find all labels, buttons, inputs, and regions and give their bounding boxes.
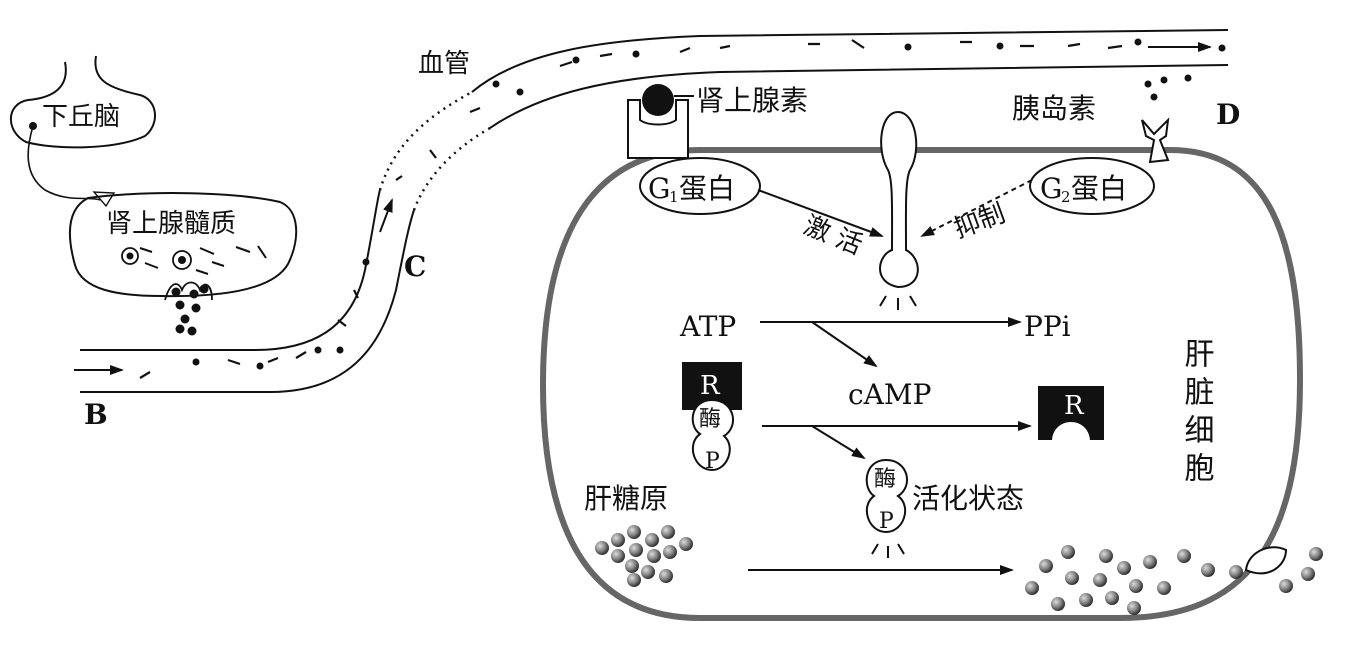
ppi-label: PPi bbox=[1024, 310, 1071, 343]
inhibit-label: 抑制 bbox=[950, 199, 1009, 245]
insulin-receptor bbox=[1141, 117, 1170, 164]
active-enzyme: 酶 P bbox=[865, 458, 908, 558]
flow-arrow-c bbox=[379, 198, 393, 233]
active-state-label: 活化状态 bbox=[912, 482, 1024, 515]
g2-protein-sub: 2 bbox=[1061, 188, 1071, 206]
point-c-label: C bbox=[404, 250, 426, 283]
camp-label: cAMP bbox=[848, 378, 931, 411]
adrenaline-label: 肾上腺素 bbox=[696, 84, 808, 117]
g2-protein-letter: G bbox=[1040, 172, 1062, 205]
enzyme-left-label: 酶 bbox=[699, 407, 721, 432]
hypothalamus-label: 下丘脑 bbox=[42, 102, 120, 132]
glucose-transporter bbox=[1244, 546, 1288, 575]
released-r: R bbox=[1038, 386, 1104, 440]
g2-protein-rest: 蛋白 bbox=[1071, 172, 1127, 205]
insulin-particles bbox=[1144, 74, 1192, 101]
blood-vessel: 血管 bbox=[80, 29, 1229, 393]
activate-arrow bbox=[757, 189, 884, 237]
p-left-label: P bbox=[705, 449, 720, 474]
r-enzyme-complex: R 酶 P bbox=[682, 362, 742, 474]
g1-protein-sub: 1 bbox=[669, 188, 679, 206]
enzyme-active-label: 酶 bbox=[874, 467, 896, 492]
adenylate-cyclase bbox=[879, 110, 919, 310]
enzyme-activate-arrow bbox=[811, 425, 866, 460]
point-b-label: B bbox=[84, 398, 108, 431]
hypothalamus: 下丘脑 bbox=[10, 55, 156, 201]
p-active-label: P bbox=[879, 509, 894, 534]
adrenal-medulla: 肾上腺髓质 bbox=[68, 191, 298, 336]
liver-glycogen-label: 肝糖原 bbox=[584, 482, 668, 515]
inhibit-arrow bbox=[920, 179, 1033, 237]
g2-protein: G 2 蛋白 bbox=[1029, 157, 1155, 215]
r-left-label: R bbox=[700, 371, 721, 401]
atp-camp-arrow bbox=[811, 321, 878, 368]
insulin-label: 胰岛素 bbox=[1012, 92, 1096, 125]
g1-protein-rest: 蛋白 bbox=[679, 172, 735, 205]
liver-cell-label: 肝脏细胞 bbox=[1179, 338, 1215, 490]
glucose-molecules bbox=[1025, 545, 1323, 615]
r-right-label: R bbox=[1064, 391, 1085, 421]
blood-vessel-label: 血管 bbox=[418, 49, 470, 79]
adrenaline-receptor bbox=[627, 84, 694, 159]
g1-protein: G 1 蛋白 bbox=[639, 157, 761, 215]
g1-protein-letter: G bbox=[648, 172, 670, 205]
point-d-label: D bbox=[1216, 98, 1240, 131]
glycogen-cluster bbox=[595, 525, 693, 587]
atp-label: ATP bbox=[679, 310, 736, 343]
liver-cell-membrane bbox=[539, 147, 1304, 621]
adrenal-medulla-label: 肾上腺髓质 bbox=[106, 209, 236, 239]
